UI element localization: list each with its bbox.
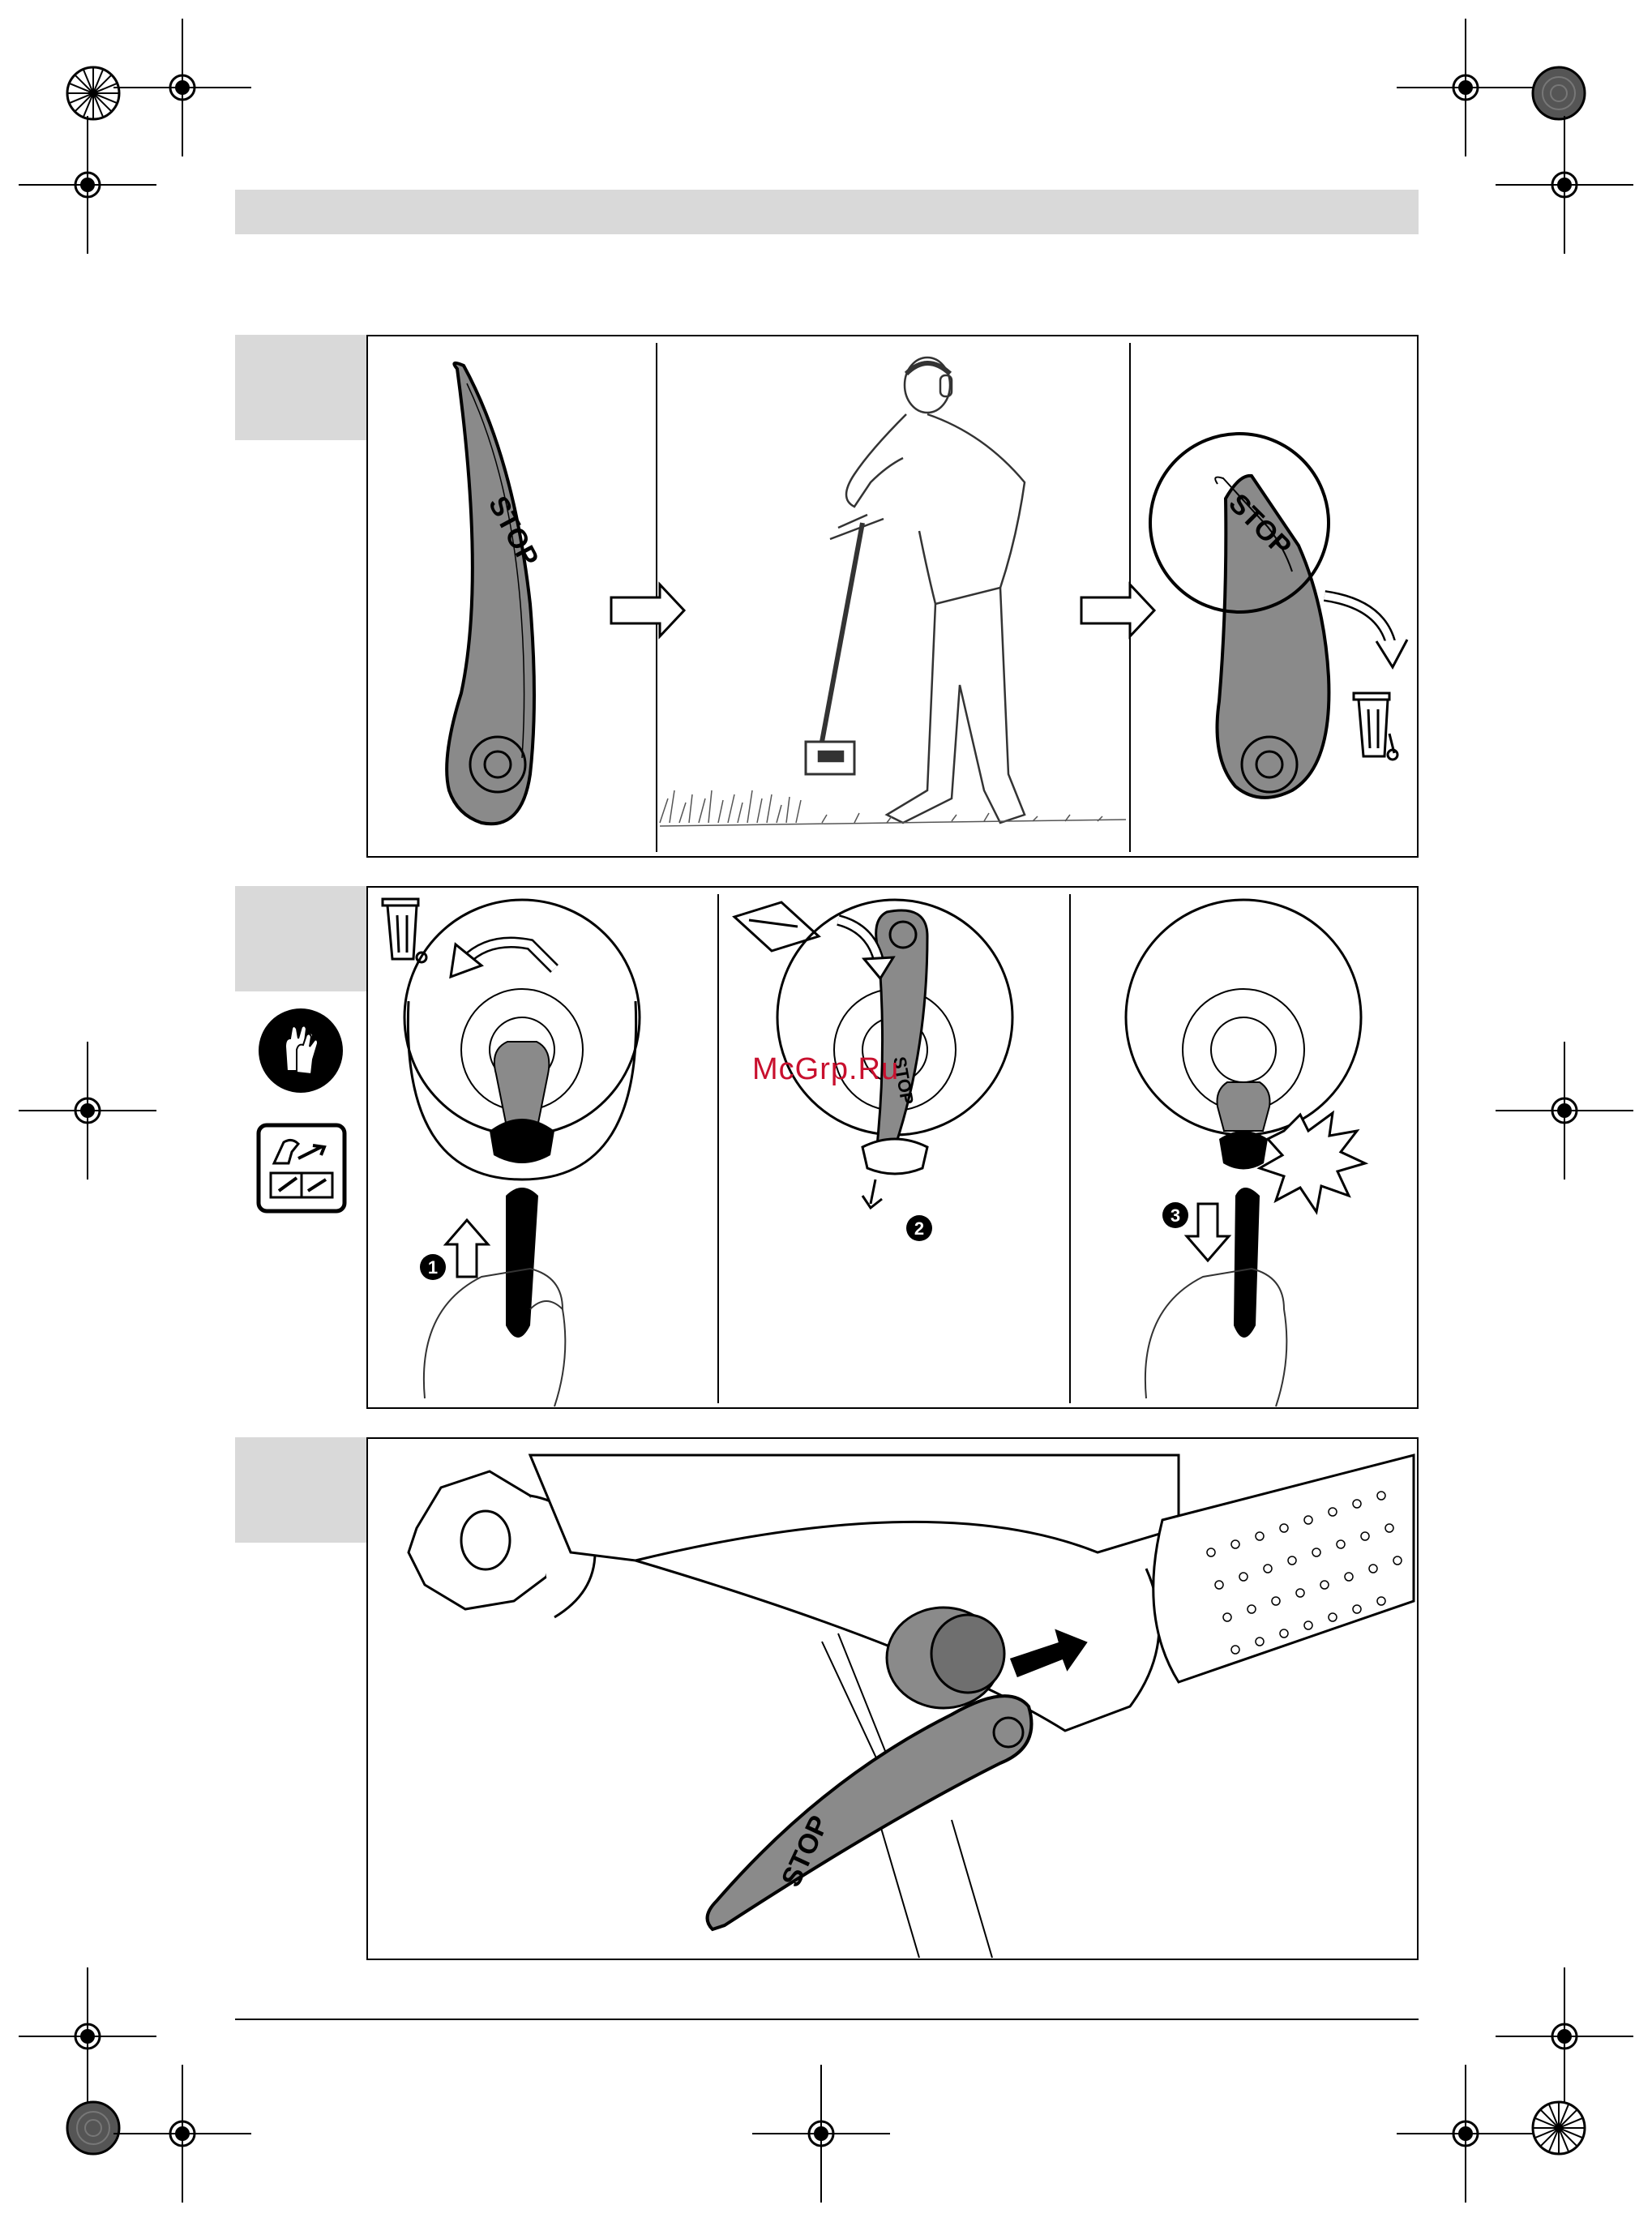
registration-mark-icon	[1397, 19, 1534, 156]
person-trimming-illustration	[806, 357, 1025, 823]
section-tab-2	[235, 886, 366, 991]
section-tab-1	[235, 335, 366, 440]
trash-bin-icon	[383, 899, 426, 962]
tool-manual-icon	[256, 1123, 347, 1214]
panel-blade-removal-steps: 1 STOP 2	[366, 886, 1419, 1409]
arrow-right-icon	[1081, 584, 1154, 636]
color-calibration-wheel-icon	[67, 2102, 119, 2154]
registration-mark-icon	[1496, 1042, 1633, 1180]
step-1-illustration: 1	[383, 899, 640, 1406]
worn-blade: STOP	[1150, 434, 1329, 798]
panel-3-illustration: STOP	[368, 1439, 1417, 1959]
trash-bin-icon	[1354, 693, 1397, 760]
step-number-3: 3	[1171, 1205, 1180, 1226]
registration-mark-icon	[19, 1967, 156, 2105]
registration-mark-icon	[1397, 2065, 1534, 2203]
new-blade-pack-icon	[734, 902, 819, 951]
registration-mark-icon	[1496, 1967, 1633, 2105]
section-tab-3	[235, 1437, 366, 1543]
click-burst-icon	[1260, 1113, 1365, 1212]
registration-mark-icon	[113, 19, 251, 156]
arrow-right-icon	[611, 584, 684, 636]
new-blade: STOP	[447, 363, 545, 824]
arrow-up-icon	[446, 1220, 488, 1277]
step-3-illustration: 3	[1126, 900, 1365, 1406]
registration-mark-icon	[19, 1042, 156, 1180]
registration-mark-icon	[1496, 116, 1633, 254]
panel-blade-storage-in-handle: STOP	[366, 1437, 1419, 1960]
registration-mark-icon	[113, 2065, 251, 2203]
grass	[660, 790, 1126, 826]
gloves-icon	[256, 1006, 345, 1095]
step-number-1: 1	[428, 1257, 438, 1278]
arrow-down-icon	[862, 1180, 882, 1208]
step-number-2: 2	[914, 1218, 924, 1239]
footer-rule	[235, 2019, 1419, 2020]
panel-2-illustration: 1 STOP 2	[368, 888, 1417, 1407]
color-calibration-wheel-icon	[1533, 67, 1585, 119]
arrow-down-icon	[1187, 1204, 1229, 1261]
header-bar	[235, 190, 1419, 234]
panel-blade-worn-replace: STOP STO	[366, 335, 1419, 858]
registration-mark-icon	[19, 116, 156, 254]
color-calibration-wheel-icon	[67, 67, 119, 119]
panel-1-illustration: STOP STO	[368, 336, 1417, 856]
grip	[1153, 1455, 1414, 1682]
spare-blade: STOP	[708, 1696, 1032, 1929]
color-calibration-wheel-icon	[1533, 2102, 1585, 2154]
curved-arrow-icon	[1376, 640, 1407, 667]
registration-mark-icon	[752, 2065, 890, 2203]
watermark: McGrp.Ru	[752, 1052, 899, 1087]
spool-cap	[887, 1608, 1004, 1708]
